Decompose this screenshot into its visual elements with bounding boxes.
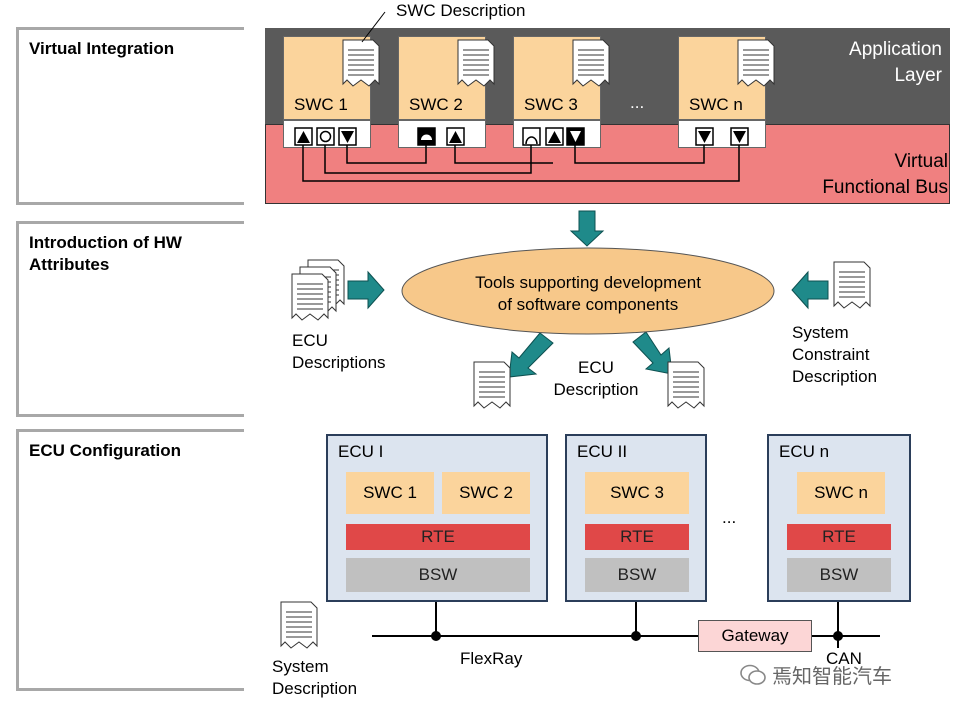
- gateway-box: Gateway: [698, 620, 812, 652]
- tools-ellipse: [401, 247, 775, 335]
- arrow-down-right-icon: [632, 331, 673, 375]
- ecu-description-label: ECU Description: [553, 358, 639, 399]
- arrow-left-icon: [791, 270, 829, 310]
- swc-description-doc-icon: [342, 39, 380, 87]
- rte-layer: RTE: [346, 524, 530, 550]
- ecu-2: ECU II SWC 3 RTE BSW: [565, 434, 707, 602]
- swc-label: SWC 2: [409, 95, 463, 114]
- watermark: 焉知智能汽车: [740, 660, 892, 689]
- can-label: CAN: [826, 649, 862, 668]
- bus-node: [431, 631, 441, 641]
- system-description-doc-icon: [280, 601, 318, 649]
- stage-title: Virtual Integration: [29, 39, 175, 58]
- gateway-label: Gateway: [721, 626, 789, 645]
- ecu-name: ECU II: [577, 442, 628, 461]
- swc-ellipsis: ...: [630, 93, 645, 112]
- ecu-descriptions-doc-icon: [291, 273, 329, 321]
- arrow-down-icon: [569, 210, 605, 247]
- virtual-functional-bus-label: Virtual Functional Bus: [822, 151, 948, 198]
- swc-description-doc-icon: [737, 39, 775, 87]
- wechat-logo-icon: [740, 664, 766, 685]
- ecu-1: ECU I SWC 1 SWC 2 RTE BSW: [326, 434, 548, 602]
- swc-description-label: SWC Description: [396, 1, 526, 20]
- rte-layer: RTE: [585, 524, 689, 550]
- ecu-name: ECU n: [779, 442, 830, 461]
- ecu-swc: SWC 1: [346, 472, 434, 514]
- virtual-functional-bus-panel: [265, 124, 950, 204]
- tools-label: Tools supporting development of software…: [475, 273, 701, 314]
- system-constraint-doc-icon: [833, 261, 871, 309]
- ecu-swc: SWC n: [797, 472, 885, 514]
- ecu-description-doc-icon: [667, 361, 705, 409]
- stage-ecu-configuration: ECU Configuration: [16, 429, 244, 691]
- application-layer-label: Application Layer: [849, 39, 942, 86]
- swc-n-ports: [678, 120, 766, 148]
- bsw-layer: BSW: [585, 558, 689, 592]
- swc-label: SWC 1: [294, 95, 348, 114]
- flexray-label: FlexRay: [460, 649, 523, 668]
- ecu-descriptions-label: ECU Descriptions: [292, 331, 386, 372]
- stage-title: Introduction of HW Attributes: [29, 233, 182, 274]
- swc-description-pointer: [361, 11, 386, 43]
- swc-description-doc-icon: [572, 39, 610, 87]
- ecu-description-doc-icon: [473, 361, 511, 409]
- stage-hw-attributes: Introduction of HW Attributes: [16, 221, 244, 417]
- ecu-ellipsis: ...: [722, 508, 737, 527]
- stage-title: ECU Configuration: [29, 441, 182, 460]
- arrow-right-icon: [347, 270, 385, 310]
- ecu-name: ECU I: [338, 442, 384, 461]
- bus-node: [631, 631, 641, 641]
- flow-arrows: [347, 210, 829, 378]
- watermark-text: 焉知智能汽车: [772, 664, 892, 688]
- swc-label: SWC n: [689, 95, 743, 114]
- ecu-swc: SWC 3: [585, 472, 689, 514]
- stage-virtual-integration: Virtual Integration: [16, 27, 244, 205]
- swc-description-doc-icon: [457, 39, 495, 87]
- rte-layer: RTE: [787, 524, 891, 550]
- bsw-layer: BSW: [346, 558, 530, 592]
- swc-2-ports: [398, 120, 486, 148]
- swc-label: SWC 3: [524, 95, 578, 114]
- bus-node: [833, 631, 843, 641]
- system-description-label: System Description: [272, 657, 358, 698]
- bus-wiring: [302, 145, 740, 182]
- ecu-n: ECU n SWC n RTE BSW: [767, 434, 911, 602]
- ecu-swc: SWC 2: [442, 472, 530, 514]
- system-constraint-label: System Constraint Description: [792, 323, 878, 386]
- arrow-down-left-icon: [508, 332, 554, 378]
- bsw-layer: BSW: [787, 558, 891, 592]
